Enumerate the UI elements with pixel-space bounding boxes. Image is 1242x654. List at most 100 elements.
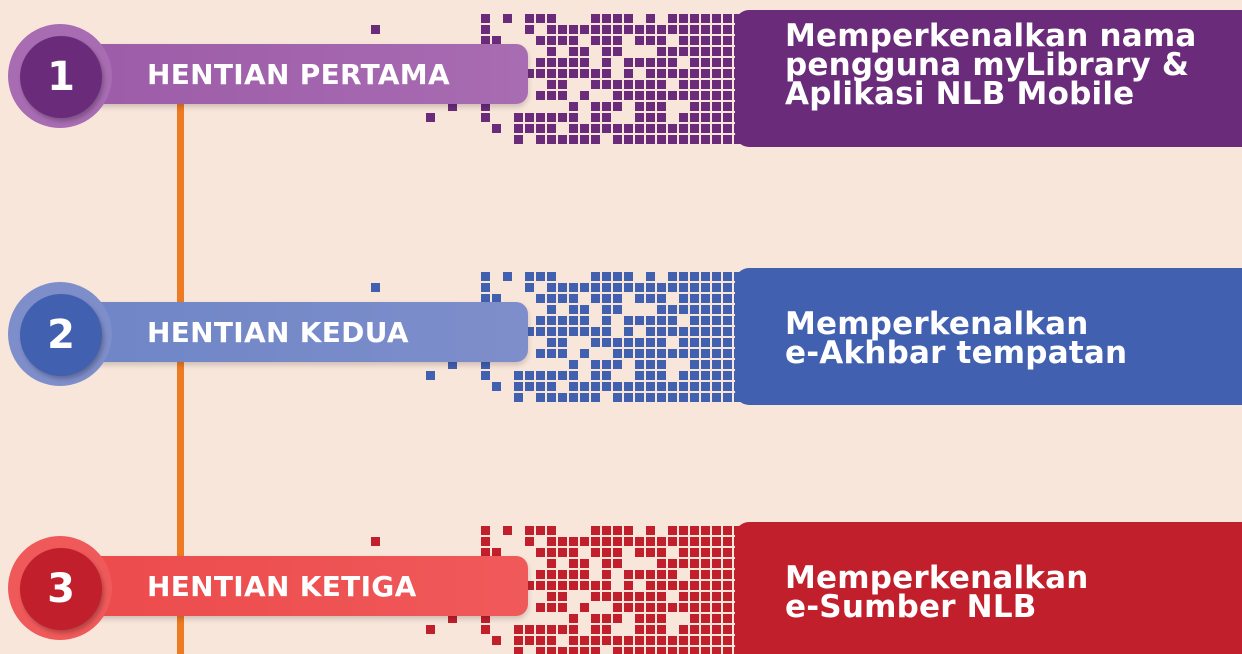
pixel-square: [492, 36, 501, 45]
stop-2-number-badge: 2: [20, 294, 102, 376]
pixel-square: [536, 294, 545, 303]
pixel-square: [580, 135, 589, 144]
pixel-square: [712, 36, 721, 45]
pixel-square: [536, 58, 545, 67]
pixel-square: [591, 36, 600, 45]
pixel-square: [723, 327, 732, 336]
pixel-square: [723, 625, 732, 634]
pixel-square: [591, 102, 600, 111]
pixel-square: [525, 537, 534, 546]
pixel-square: [580, 636, 589, 645]
pixel-square: [646, 69, 655, 78]
pixel-square: [734, 102, 743, 111]
pixel-square: [602, 592, 611, 601]
pixel-square: [646, 537, 655, 546]
pixel-square: [514, 135, 523, 144]
pixel-square: [481, 294, 490, 303]
pixel-square: [646, 371, 655, 380]
pixel-square: [536, 548, 545, 557]
pixel-square: [701, 135, 710, 144]
pixel-square: [580, 47, 589, 56]
pixel-square: [635, 393, 644, 402]
pixel-square: [679, 36, 688, 45]
pixel-square: [536, 135, 545, 144]
pixel-square: [690, 124, 699, 133]
pixel-square: [668, 559, 677, 568]
pixel-square: [657, 625, 666, 634]
pixel-square: [536, 570, 545, 579]
pixel-square: [635, 135, 644, 144]
pixel-square: [657, 294, 666, 303]
pixel-square: [591, 393, 600, 402]
pixel-square: [712, 58, 721, 67]
pixel-square: [668, 283, 677, 292]
pixel-square: [646, 360, 655, 369]
pixel-square: [712, 294, 721, 303]
pixel-square: [723, 305, 732, 314]
pixel-square: [525, 625, 534, 634]
pixel-square: [723, 603, 732, 612]
pixel-square: [514, 371, 523, 380]
pixel-square: [602, 102, 611, 111]
pixel-square: [624, 69, 633, 78]
pixel-square: [657, 603, 666, 612]
pixel-square: [481, 36, 490, 45]
pixel-square: [668, 91, 677, 100]
pixel-square: [613, 647, 622, 654]
pixel-square: [690, 570, 699, 579]
pixel-square: [690, 80, 699, 89]
pixel-square: [569, 360, 578, 369]
pixel-square: [679, 636, 688, 645]
pixel-square: [580, 393, 589, 402]
pixel-square: [668, 305, 677, 314]
stop-1-label: HENTIAN PERTAMA: [147, 57, 450, 91]
pixel-square: [613, 305, 622, 314]
pixel-square: [734, 69, 743, 78]
pixel-square: [734, 548, 743, 557]
pixel-square: [547, 294, 556, 303]
pixel-square: [514, 124, 523, 133]
stop-3-description: Memperkenalkan e-Sumber NLB: [785, 559, 1089, 625]
pixel-square: [734, 135, 743, 144]
pixel-square: [734, 113, 743, 122]
pixel-square: [712, 349, 721, 358]
pixel-square: [690, 58, 699, 67]
pixel-square: [481, 283, 490, 292]
pixel-square: [591, 283, 600, 292]
pixel-square: [591, 382, 600, 391]
pixel-square: [701, 305, 710, 314]
pixel-square: [701, 614, 710, 623]
pixel-square: [503, 526, 512, 535]
pixel-square: [723, 371, 732, 380]
pixel-square: [657, 636, 666, 645]
pixel-square: [613, 102, 622, 111]
pixel-square: [558, 581, 567, 590]
pixel-square: [547, 371, 556, 380]
pixel-square: [492, 124, 501, 133]
pixel-square: [668, 25, 677, 34]
pixel-square: [547, 316, 556, 325]
pixel-square: [613, 382, 622, 391]
pixel-square: [646, 14, 655, 23]
pixel-square: [679, 548, 688, 557]
pixel-square: [734, 14, 743, 23]
pixel-square: [580, 349, 589, 358]
pixel-square: [712, 537, 721, 546]
pixel-square: [712, 124, 721, 133]
pixel-square: [591, 526, 600, 535]
pixel-square: [657, 283, 666, 292]
pixel-square: [668, 393, 677, 402]
pixel-square: [536, 382, 545, 391]
pixel-square: [701, 360, 710, 369]
pixel-square: [514, 647, 523, 654]
pixel-square: [690, 349, 699, 358]
pixel-square: [646, 113, 655, 122]
pixel-square: [569, 135, 578, 144]
pixel-square: [525, 382, 534, 391]
pixel-square: [679, 91, 688, 100]
pixel-square: [635, 382, 644, 391]
pixel-square: [481, 526, 490, 535]
pixel-square: [558, 548, 567, 557]
pixel-square: [371, 25, 380, 34]
pixel-square: [635, 316, 644, 325]
